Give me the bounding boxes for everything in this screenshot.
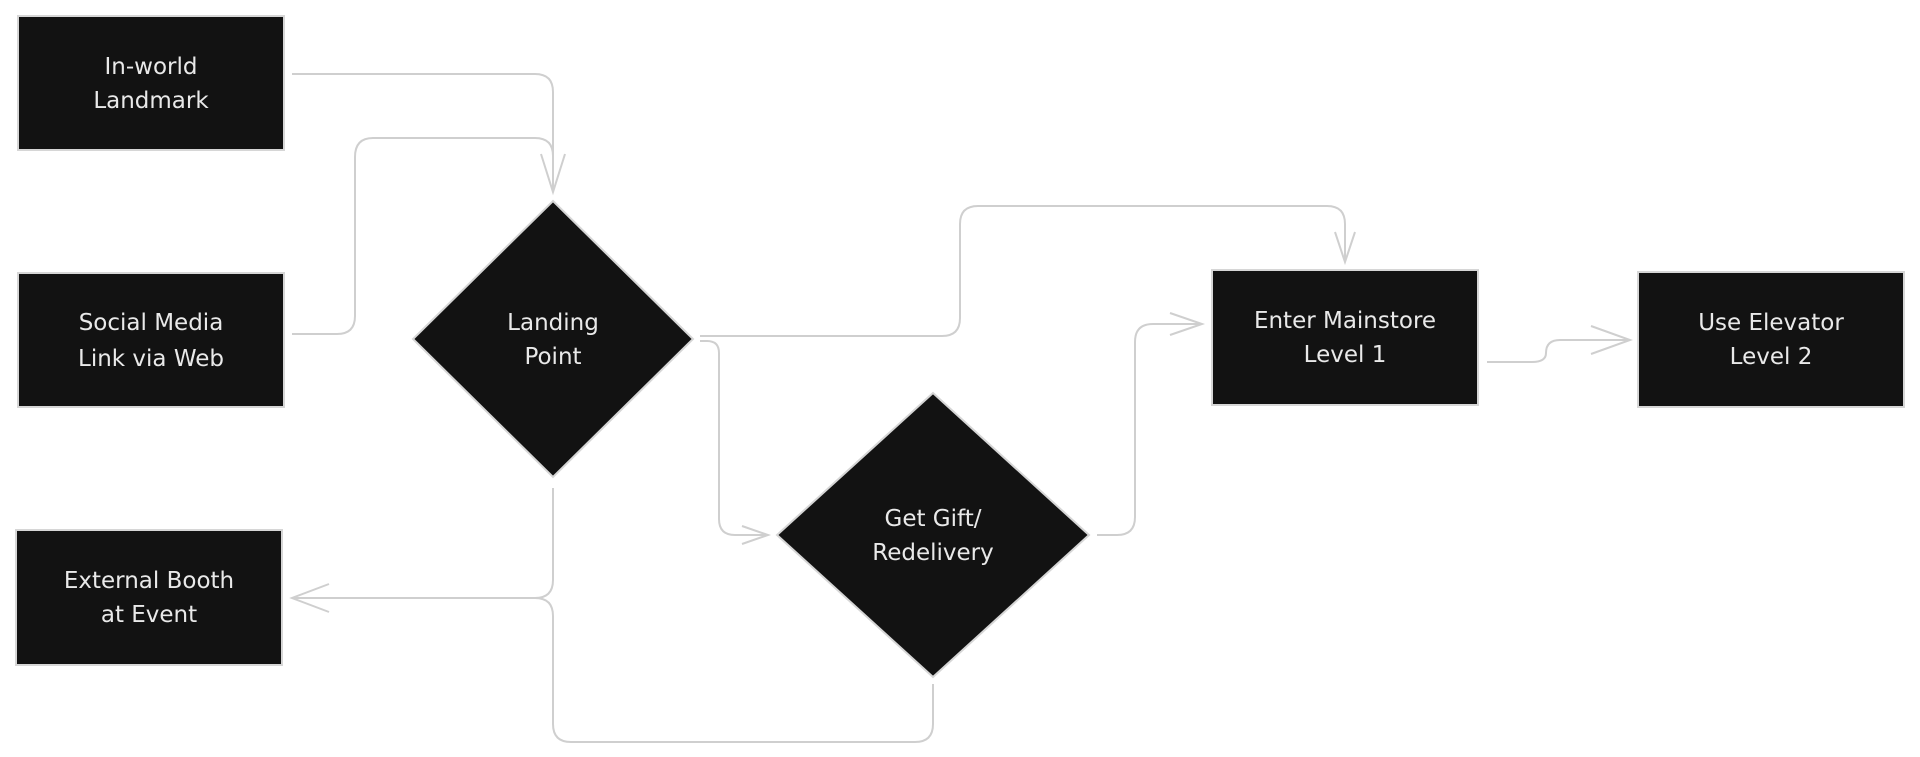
node-label-line2: Level 1 — [1304, 342, 1387, 368]
node-label-line1: Get Gift/ — [885, 506, 982, 532]
node-shape-diamond — [775, 391, 1091, 679]
connectors — [289, 73, 1633, 743]
node-inworld-landmark: In-world Landmark — [17, 15, 285, 151]
node-label-line2: Landmark — [93, 88, 209, 114]
node-label-line1: In-world — [105, 54, 198, 80]
node-label-line1: Use Elevator — [1698, 310, 1844, 336]
arrowhead-left-icon — [289, 583, 330, 613]
node-enter-mainstore: Enter Mainstore Level 1 — [1211, 269, 1479, 406]
node-label-line1: External Booth — [64, 568, 234, 594]
node-label-line1: Enter Mainstore — [1254, 308, 1436, 334]
edge-inworld-to-landing — [292, 73, 554, 190]
node-shape-rectangle — [17, 15, 285, 151]
arrowhead-down-icon — [1334, 231, 1356, 266]
node-label-line1: Landing — [507, 310, 599, 336]
node-label-line2: Link via Web — [78, 346, 224, 372]
node-label-line1: Social Media — [79, 310, 224, 336]
arrowhead-down-icon — [540, 153, 566, 196]
edge-landing-to-mainstore — [700, 205, 1346, 337]
node-shape-diamond — [411, 199, 695, 479]
node-label-line2: Level 2 — [1730, 344, 1813, 370]
edge-mainstore-to-elevator — [1487, 339, 1628, 363]
node-shape-rectangle — [1637, 271, 1905, 408]
edge-social-to-landing — [292, 137, 554, 335]
node-shape-rectangle — [17, 272, 285, 408]
node-external-booth: External Booth at Event — [15, 529, 283, 666]
node-social-media: Social Media Link via Web — [17, 272, 285, 408]
node-get-gift: Get Gift/ Redelivery — [775, 391, 1091, 679]
node-shape-rectangle — [1211, 269, 1479, 406]
edge-gift-to-external — [534, 597, 934, 743]
node-label-line2: Redelivery — [872, 540, 993, 566]
node-use-elevator: Use Elevator Level 2 — [1637, 271, 1905, 408]
edge-landing-to-external — [292, 488, 554, 599]
node-label-line2: Point — [524, 344, 581, 370]
arrowhead-right-icon — [1590, 325, 1633, 355]
arrowhead-right-icon — [1169, 312, 1206, 336]
node-landing-point: Landing Point — [411, 199, 695, 479]
node-label-line2: at Event — [101, 602, 197, 628]
arrowhead-right-icon — [741, 525, 772, 545]
node-shape-rectangle — [15, 529, 283, 666]
edge-gift-to-mainstore — [1097, 323, 1202, 536]
edge-landing-to-gift — [700, 340, 768, 536]
